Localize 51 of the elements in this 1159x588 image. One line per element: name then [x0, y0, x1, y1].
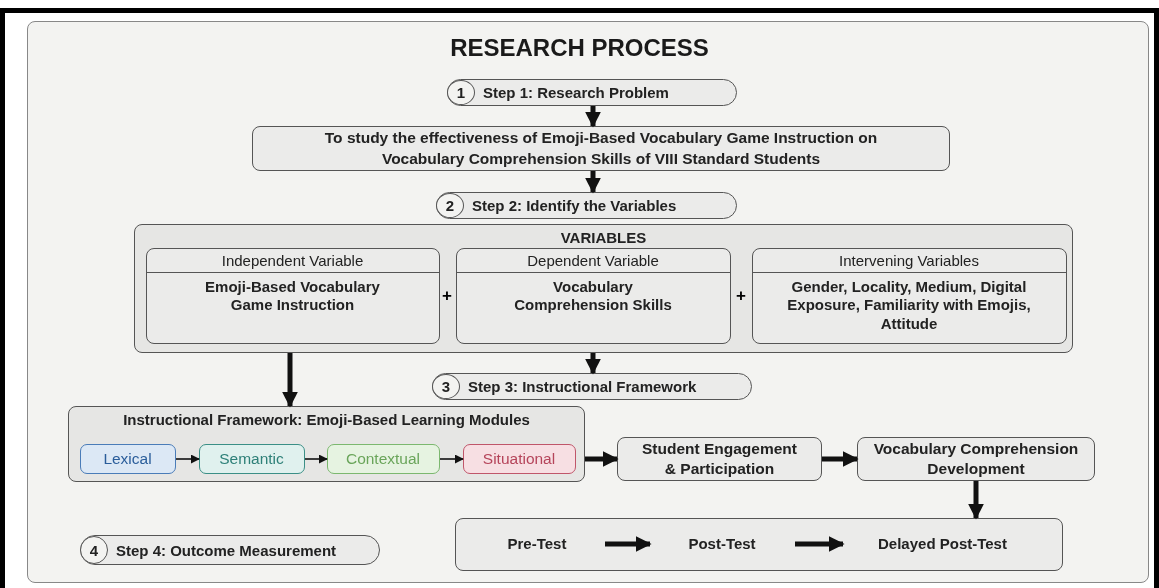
group-heading: Instructional Framework: Emoji-Based Learning Modules [122, 411, 531, 428]
stage-label: Post-Test [649, 529, 795, 558]
module-box: Situational [462, 443, 576, 474]
stage-label: Pre-Test [469, 529, 605, 558]
step-pill [447, 79, 737, 106]
group-box [68, 406, 585, 482]
variable-text: Vocabulary Comprehension Skills [513, 276, 673, 316]
step-pill [432, 373, 752, 400]
arrow [822, 451, 859, 467]
variable-text: Gender, Locality, Medium, Digital Exposure, Familiarity with Emojis, Attitude [786, 276, 1032, 334]
variable-heading: Independent Variable [146, 248, 439, 273]
arrow [585, 353, 601, 375]
process-box: Vocabulary Comprehension Development [857, 437, 1095, 481]
variable-text: Emoji-Based Vocabulary Game Instruction [204, 276, 381, 316]
arrow [585, 451, 619, 467]
variable-box [455, 247, 731, 344]
module-box: Lexical [79, 443, 176, 474]
group-heading: VARIABLES [559, 229, 648, 246]
arrow [605, 536, 652, 552]
arrow [795, 536, 845, 552]
group-box [134, 224, 1073, 353]
process-box: Student Engagement & Participation [617, 437, 822, 481]
stage-label: Delayed Post-Test [842, 529, 1043, 558]
arrow [282, 353, 298, 408]
step-pill [436, 192, 737, 219]
container-box [455, 518, 1063, 571]
arrow [304, 454, 328, 464]
step-number: 1 [447, 80, 475, 105]
arrow [175, 454, 200, 464]
step-label: Step 2: Identify the Variables [472, 197, 677, 214]
plus-sign: + [736, 286, 746, 306]
diagram-title: RESEARCH PROCESS [449, 34, 710, 62]
step-number: 2 [436, 193, 464, 218]
process-box: To study the effectiveness of Emoji-Based Vocabulary Game Instruction on Vocabulary Comprehension Skills of VIII Standard Students [252, 126, 950, 171]
variable-box [751, 247, 1067, 344]
module-box: Contextual [326, 443, 440, 474]
arrow [585, 171, 601, 194]
arrow [585, 106, 601, 128]
step-label: Step 3: Instructional Framework [468, 378, 697, 395]
arrow [968, 481, 984, 520]
arrow [439, 454, 464, 464]
variable-box [145, 247, 440, 344]
step-label: Step 4: Outcome Measurement [116, 541, 337, 559]
step-pill [80, 535, 380, 565]
module-box: Semantic [198, 443, 305, 474]
step-number: 4 [80, 536, 108, 564]
plus-sign: + [442, 286, 452, 306]
variable-heading: Dependent Variable [456, 248, 730, 273]
variable-heading: Intervening Variables [752, 248, 1066, 273]
step-label: Step 1: Research Problem [483, 84, 669, 101]
step-number: 3 [432, 374, 460, 399]
